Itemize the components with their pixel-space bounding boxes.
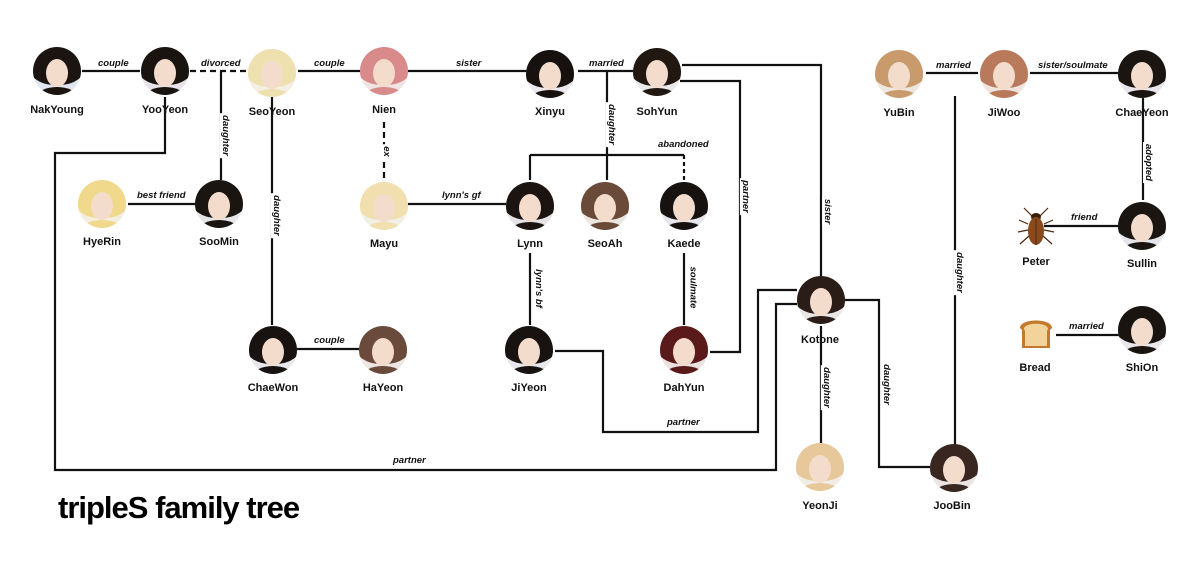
avatar-nakyoung (33, 47, 81, 95)
label-xinyu-sohyun: married (587, 58, 626, 69)
avatar-sullin (1118, 202, 1166, 250)
avatar-kaede (660, 182, 708, 230)
avatar-shion (1118, 306, 1166, 354)
name-xinyu: Xinyu (535, 106, 565, 118)
label-jiwoo-chaeyeon: sister/soulmate (1036, 60, 1110, 71)
name-yooyeon: YooYeon (141, 104, 189, 116)
label-sohyun-dahyun: partner (739, 178, 751, 215)
edge-sohyun-dahyun (680, 79, 742, 354)
name-sohyun: SohYun (636, 106, 678, 118)
label-nien-mayu: ex (380, 144, 392, 159)
edge-jiyeon-kotone (555, 288, 797, 434)
label-seoyeon-nien: couple (312, 58, 347, 69)
label-jiwoo-joobin: daughter (953, 250, 965, 295)
label-nakyoung-yooyeon: couple (96, 58, 131, 69)
label-sohyun-kaede: abandoned (656, 139, 711, 150)
label-peter-sullin: friend (1069, 212, 1100, 223)
label-jiyeon-kotone: partner (665, 417, 702, 428)
avatar-xinyu (526, 50, 574, 98)
label-chaeyeon-sullin: adopted (1142, 142, 1154, 183)
name-chaeyeon: ChaeYeon (1115, 107, 1169, 119)
label-bread-shion: married (1067, 321, 1106, 332)
name-hayeon: HaYeon (362, 382, 404, 394)
avatar-lynn (506, 182, 554, 230)
avatar-hayeon (359, 326, 407, 374)
label-mayu-lynn: lynn's gf (440, 190, 483, 201)
name-peter: Peter (1022, 256, 1050, 268)
avatar-soomin (195, 180, 243, 228)
avatar-jiyeon (505, 326, 553, 374)
label-lynn-jiyeon: lynn's bf (532, 267, 544, 310)
name-dahyun: DahYun (663, 382, 705, 394)
name-bread: Bread (1019, 362, 1051, 374)
name-shion: ShiOn (1125, 362, 1159, 374)
avatar-jiwoo (980, 50, 1028, 98)
label-seoyeon-chaewon: daughter (270, 193, 282, 238)
label-kotone-yeonji: daughter (820, 365, 832, 410)
name-mayu: Mayu (369, 238, 399, 250)
name-sullin: Sullin (1127, 258, 1157, 270)
name-hyerin: HyeRin (83, 236, 121, 248)
name-nakyoung: NakYoung (30, 104, 84, 116)
edge-kotone-joobin (845, 298, 930, 469)
name-joobin: JooBin (933, 500, 971, 512)
avatar-sohyun (633, 48, 681, 96)
cockroach-icon (1017, 207, 1055, 245)
label-kaede-dahyun: soulmate (687, 264, 699, 311)
name-lynn: Lynn (517, 238, 543, 250)
avatar-mayu (360, 182, 408, 230)
edge-sohyun-kotone (682, 63, 823, 276)
name-kotone: Kotone (801, 334, 839, 346)
diagram-title: tripleS family tree (58, 490, 300, 525)
name-soomin: SooMin (199, 236, 239, 248)
edge-yooyeon-kotone (53, 97, 797, 472)
avatar-joobin (930, 444, 978, 492)
label-yubin-jiwoo: married (934, 60, 973, 71)
label-sohyun-lynn: daughter (605, 102, 617, 147)
avatar-dahyun (660, 326, 708, 374)
name-nien: Nien (372, 104, 396, 116)
name-seoah: SeoAh (587, 238, 623, 250)
name-jiwoo: JiWoo (987, 107, 1021, 119)
avatar-kotone (797, 276, 845, 324)
label-nien-xinyu: sister (454, 58, 484, 69)
name-chaewon: ChaeWon (247, 382, 299, 394)
avatar-yooyeon (141, 47, 189, 95)
bread-icon (1020, 320, 1052, 348)
label-yooyeon-soomin: daughter (219, 113, 231, 158)
avatar-yeonji (796, 443, 844, 491)
name-jiyeon: JiYeon (511, 382, 547, 394)
name-seoyeon: SeoYeon (248, 106, 296, 118)
label-yooyeon-kotone: partner (391, 455, 428, 466)
label-sohyun-kotone: sister (822, 196, 834, 227)
label-chaewon-hayeon: couple (312, 335, 347, 346)
avatar-seoyeon (248, 49, 296, 97)
label-kotone-joobin: daughter (880, 362, 892, 407)
avatar-nien (360, 47, 408, 95)
avatar-chaewon (249, 326, 297, 374)
avatar-yubin (875, 50, 923, 98)
label-hyerin-soomin: best friend (135, 190, 188, 201)
avatar-seoah (581, 182, 629, 230)
name-yeonji: YeonJi (802, 500, 838, 512)
avatar-chaeyeon (1118, 50, 1166, 98)
label-yooyeon-seoyeon: divorced (199, 58, 243, 69)
avatar-hyerin (78, 180, 126, 228)
name-kaede: Kaede (667, 238, 701, 250)
name-yubin: YuBin (883, 107, 915, 119)
